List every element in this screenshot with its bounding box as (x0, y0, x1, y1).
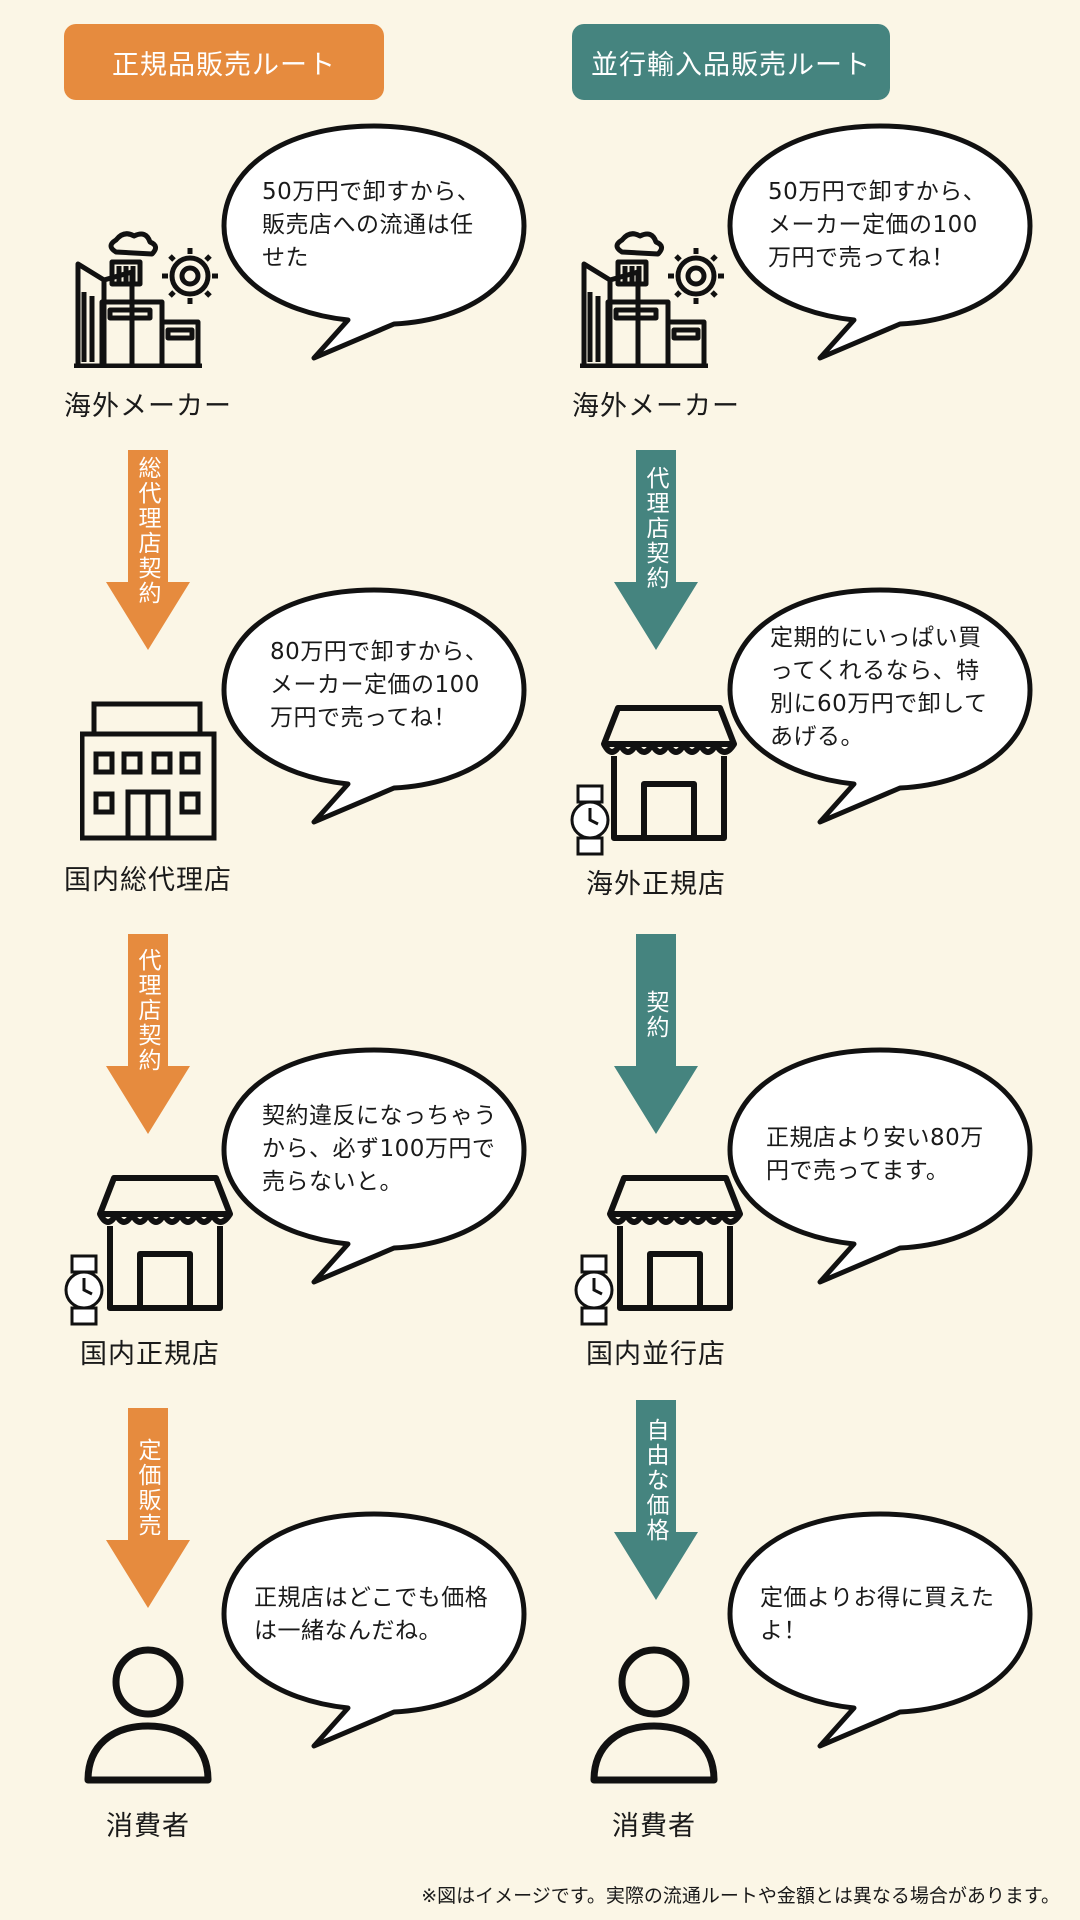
bubble-text: 50万円で卸すから、 メーカー定価の100 万円で売ってね！ (768, 179, 987, 271)
speech-bubble (221, 123, 527, 361)
node-consumer-right: 消費者 (612, 1811, 696, 1842)
bubble-text: 定価よりお得に買えた よ！ (760, 1585, 995, 1644)
watch-icon (570, 784, 610, 856)
arrow-label: 総代理店契約 (134, 456, 160, 606)
person-icon (84, 1646, 212, 1784)
bubble-text: 正規店より安い80万 円で売ってます。 (766, 1125, 984, 1184)
arrow-down-icon (106, 934, 190, 1134)
office-building-icon (80, 701, 217, 841)
speech-bubble (727, 1047, 1033, 1285)
node-overseas-official-store: 海外正規店 (586, 869, 726, 900)
speech-bubble (221, 1047, 527, 1285)
bubble-text: 50万円で卸すから、 販売店への流通は任 せた (262, 179, 481, 271)
arrow-label: 自由な価格 (642, 1418, 668, 1543)
header-official-route: 正規品販売ルート (64, 24, 384, 100)
speech-bubble (727, 123, 1033, 361)
store-icon (601, 705, 737, 841)
store-icon (607, 1175, 743, 1311)
arrow-down-icon (106, 450, 190, 650)
bubble-text: 定期的にいっぱい買 ってくれるなら、特 別に60万円で卸して あげる。 (770, 625, 988, 750)
node-consumer-left: 消費者 (106, 1811, 190, 1842)
arrow-label: 代理店契約 (642, 466, 668, 591)
node-domestic-official-store: 国内正規店 (80, 1339, 220, 1370)
factory-icon (580, 231, 724, 368)
speech-bubble (727, 587, 1033, 825)
speech-bubble (221, 587, 527, 825)
store-icon (97, 1175, 233, 1311)
header-parallel-route: 並行輸入品販売ルート (572, 24, 890, 100)
bubble-text: 契約違反になっちゃう から、必ず100万円で 売らないと。 (262, 1103, 497, 1195)
arrow-down-icon (106, 1408, 190, 1608)
footnote: ※図はイメージです。実際の流通ルートや金額とは異なる場合があります。 (421, 1885, 1060, 1907)
speech-bubble (221, 1511, 527, 1749)
node-overseas-maker-right: 海外メーカー (572, 391, 740, 422)
arrow-down-icon (614, 1400, 698, 1600)
arrow-label: 代理店契約 (134, 948, 160, 1073)
person-icon (590, 1646, 718, 1784)
bubble-text: 正規店はどこでも価格 は一緒なんだね。 (254, 1585, 489, 1644)
node-domestic-general-agent: 国内総代理店 (64, 865, 232, 896)
bubble-text: 80万円で卸すから、 メーカー定価の100 万円で売ってね！ (270, 639, 489, 731)
arrow-down-icon (614, 450, 698, 650)
arrow-down-icon (614, 934, 698, 1134)
factory-icon (74, 231, 218, 368)
node-domestic-parallel-store: 国内並行店 (586, 1339, 726, 1370)
arrow-label: 契約 (642, 990, 668, 1040)
arrow-label: 定価販売 (134, 1438, 160, 1538)
node-overseas-maker-left: 海外メーカー (64, 391, 232, 422)
watch-icon (574, 1254, 614, 1326)
watch-icon (64, 1254, 104, 1326)
speech-bubble (727, 1511, 1033, 1749)
